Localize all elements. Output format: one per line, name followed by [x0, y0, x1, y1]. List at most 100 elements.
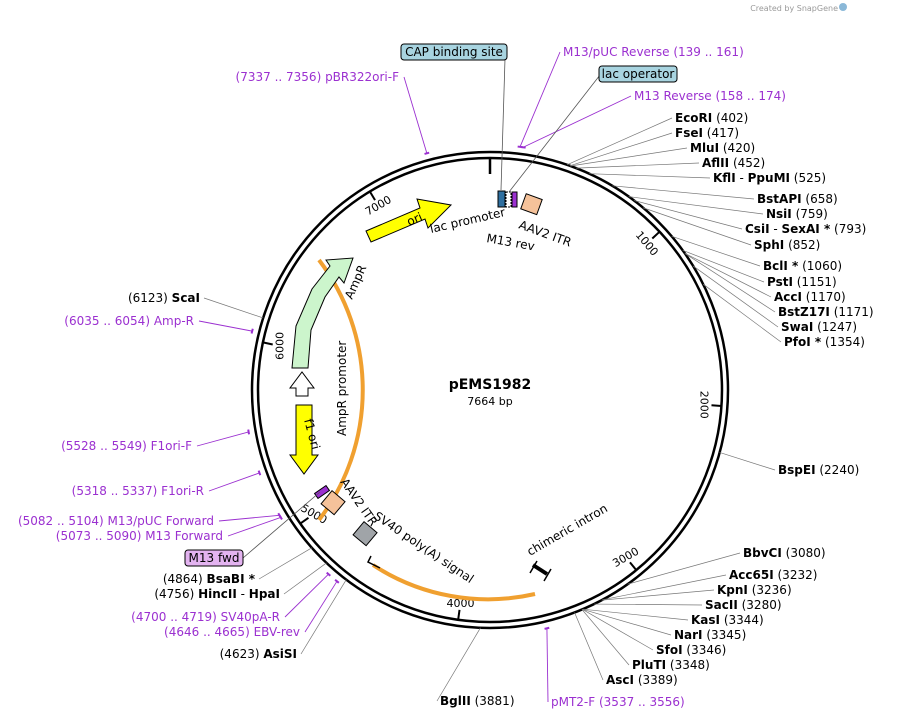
m13-fwd-box-label[interactable] — [184, 549, 244, 567]
primer-range: (5073 .. 5090) — [56, 529, 146, 543]
site-aflii[interactable]: AflII (452) — [576, 156, 765, 170]
site-bstz17i[interactable]: BstZ17I (1171) — [684, 253, 874, 319]
lac-promoter-box[interactable] — [497, 190, 506, 208]
m13-fwd[interactable]: M13 fwd — [184, 491, 321, 567]
svg-text:(4756) HincII - HpaI: (4756) HincII - HpaI — [154, 587, 280, 601]
snapgene-logo-icon — [839, 3, 847, 11]
m13-fwd-box[interactable] — [313, 484, 331, 500]
site-acc65i[interactable]: Acc65I (3232) — [602, 568, 817, 601]
aav2-itr-box-top[interactable] — [520, 193, 543, 216]
site-bbvci[interactable]: BbvCI (3080) — [627, 546, 826, 585]
svg-text:(4864) BsaBI *: (4864) BsaBI * — [163, 572, 256, 586]
svg-text:KflI - PpuMI (525): KflI - PpuMI (525) — [713, 171, 826, 185]
site-bstapi[interactable]: BstAPI (658) — [612, 185, 838, 206]
cap-binding-site[interactable]: CAP binding site — [400, 43, 508, 191]
primer-name: SV40pA-R — [221, 610, 280, 624]
ampr-promoter-arrow[interactable] — [289, 371, 315, 397]
site-bglii[interactable]: BglII (3881) — [436, 627, 515, 708]
primer-sv40par[interactable]: (4700 .. 4719) SV40pA-R — [131, 571, 331, 624]
site-acci[interactable]: AccI (1170) — [684, 253, 846, 304]
svg-text:KpnI (3236): KpnI (3236) — [717, 583, 792, 597]
site-kasi[interactable]: KasI (3344) — [582, 608, 764, 627]
site-name: SacII — [705, 598, 738, 612]
site-ecori[interactable]: EcoRI (402) — [566, 111, 748, 166]
primer-range: (5082 .. 5104) — [18, 514, 108, 528]
svg-text:(5318 .. 5337) F1ori-R: (5318 .. 5337) F1ori-R — [72, 484, 204, 498]
primer-mark — [544, 626, 550, 630]
snapgene-credit: Created by SnapGene — [750, 4, 838, 13]
highlight-arc-bottom — [371, 563, 536, 602]
primer-pmt2f[interactable]: pMT2-F (3537 .. 3556) — [544, 626, 685, 709]
primer-ampr[interactable]: (6035 .. 6054) Amp-R — [64, 314, 254, 334]
site-name: KflI — [713, 171, 736, 185]
lac-operator-box[interactable] — [505, 191, 512, 208]
site-nari[interactable]: NarI (3345) — [582, 608, 747, 642]
site-kpni[interactable]: KpnI (3236) — [601, 583, 792, 601]
svg-text:AflII (452): AflII (452) — [702, 156, 765, 170]
cap-binding-site-box[interactable] — [400, 43, 508, 61]
m13-fwd-label: M13 fwd — [189, 551, 240, 565]
tick-5000 — [299, 516, 310, 525]
site-name: KasI — [691, 613, 720, 627]
site-kfli[interactable]: KflI - PpuMI (525) — [589, 171, 826, 185]
primer-pbr322orif[interactable]: (7337 .. 7356) pBR322ori-F — [236, 70, 430, 155]
tick-7000 — [368, 191, 376, 201]
site-fsei[interactable]: FseI (417) — [569, 126, 739, 167]
site-sphi[interactable]: SphI (852) — [642, 207, 820, 252]
primer-m13forward[interactable]: (5073 .. 5090) M13 Forward — [56, 514, 283, 543]
site-name: CsiI — [745, 222, 770, 236]
primer-m13pucreverse[interactable]: M13/pUC Reverse (139 .. 161) — [517, 45, 744, 149]
site-scai[interactable]: (6123) ScaI — [128, 291, 264, 319]
site-sfoi[interactable]: SfoI (3346) — [582, 609, 726, 657]
primer-name: F1ori-R — [161, 484, 204, 498]
site-bspei[interactable]: BspEI (2240) — [719, 452, 860, 477]
primer-m13reverse[interactable]: M13 Reverse (158 .. 174) — [520, 89, 786, 149]
site-coord: (420) — [719, 141, 755, 155]
site-coord: (759) — [792, 207, 828, 221]
primer-ebvrev[interactable]: (4646 .. 4665) EBV-rev — [164, 579, 340, 639]
site-hincii[interactable]: (4756) HincII - HpaI — [154, 562, 327, 601]
primer-mark — [326, 571, 331, 577]
chimeric-intron-mark[interactable] — [531, 563, 549, 576]
aav2-itr-box-bottom[interactable] — [320, 490, 346, 516]
sv40-polya-box[interactable] — [352, 521, 378, 547]
site-coord: (793) — [830, 222, 866, 236]
site-asisi[interactable]: (4623) AsiSI — [220, 579, 347, 661]
site-bsabi[interactable]: (4864) BsaBI * — [163, 547, 312, 586]
primer-m13pucforward[interactable]: (5082 .. 5104) M13/pUC Forward — [18, 512, 282, 528]
ori-label: ori — [405, 210, 425, 229]
site-bcli[interactable]: BclI * (1060) — [671, 236, 842, 273]
site-nsii[interactable]: NsiI (759) — [628, 196, 828, 221]
site-csii[interactable]: CsiI - SexAI * (793) — [633, 200, 866, 236]
svg-text:NarI (3345): NarI (3345) — [674, 628, 746, 642]
site-coord: (1151) — [793, 275, 837, 289]
primer-range: (4646 .. 4665) — [164, 625, 254, 639]
site-pfoi[interactable]: PfoI * (1354) — [702, 283, 865, 349]
primer-f1orif[interactable]: (5528 .. 5549) F1ori-F — [61, 429, 251, 453]
site-mlui[interactable]: MluI (420) — [570, 141, 755, 167]
lac-operator-box-label[interactable] — [598, 65, 678, 83]
lac-operator[interactable]: lac operator — [508, 65, 678, 193]
site-asci[interactable]: AscI (3389) — [574, 612, 678, 687]
m13-rev-box[interactable] — [511, 191, 518, 208]
svg-text:BstAPI (658): BstAPI (658) — [757, 192, 838, 206]
primer-range: (4700 .. 4719) — [131, 610, 221, 624]
site-coord: (3344) — [720, 613, 764, 627]
tick-6000 — [262, 341, 273, 346]
svg-text:pMT2-F (3537 .. 3556): pMT2-F (3537 .. 3556) — [551, 695, 685, 709]
site-pluti[interactable]: PluTI (3348) — [581, 609, 710, 672]
site-name-extra: SexAI * — [782, 222, 831, 236]
site-swai[interactable]: SwaI (1247) — [692, 265, 857, 334]
site-sacii[interactable]: SacII (3280) — [594, 598, 782, 612]
ori-arrow[interactable] — [365, 198, 453, 243]
site-psti[interactable]: PstI (1151) — [682, 250, 837, 289]
primer-mark — [520, 145, 526, 149]
primer-f1orir[interactable]: (5318 .. 5337) F1ori-R — [72, 470, 262, 498]
ampr-arrow[interactable] — [291, 257, 354, 369]
primer-range: (5528 .. 5549) — [61, 439, 151, 453]
f1-ori-arrow[interactable] — [289, 404, 319, 475]
svg-text:SwaI (1247): SwaI (1247) — [781, 320, 857, 334]
site-coord: (6123) — [128, 291, 172, 305]
primer-range: (6035 .. 6054) — [64, 314, 154, 328]
